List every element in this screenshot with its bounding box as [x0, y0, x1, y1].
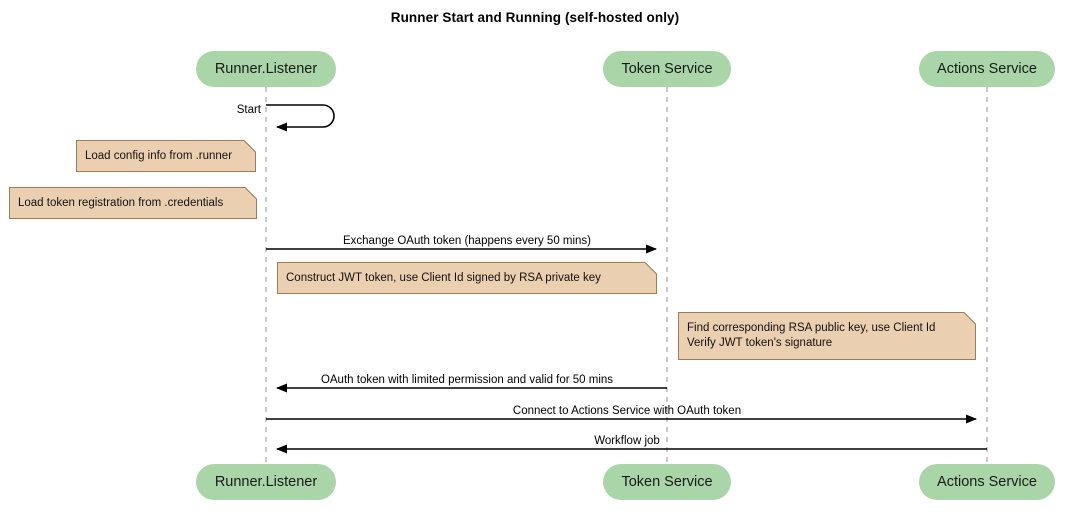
message-label-connect-to-actions-service: Connect to Actions Service with OAuth to…: [512, 405, 742, 417]
participant-label: Actions Service: [937, 61, 1037, 77]
note-text: Load token registration from .credential…: [18, 196, 224, 209]
participant-token-bottom[interactable]: Token Service: [603, 464, 731, 500]
message-label-oauth-token-response: OAuth token with limited permission and …: [320, 374, 614, 386]
message-label-workflow-job: Workflow job: [594, 435, 660, 447]
message-label-exchange-oauth-token: Exchange OAuth token (happens every 50 m…: [342, 235, 592, 247]
diagram-title: Runner Start and Running (self-hosted on…: [390, 10, 680, 25]
participant-label: Token Service: [621, 474, 713, 490]
participant-token-top[interactable]: Token Service: [603, 51, 731, 87]
participant-runner-top[interactable]: Runner.Listener: [196, 51, 336, 87]
lifelines: [265, 87, 988, 464]
note-fold-corner-icon: [645, 262, 657, 274]
participant-actions-bottom[interactable]: Actions Service: [919, 464, 1055, 500]
note-fold-corner-icon: [244, 140, 256, 152]
message-label-start: Start: [236, 104, 261, 116]
message-arrow-start: [266, 104, 335, 132]
note-load-config: Load config info from .runner: [76, 140, 256, 172]
note-load-token-registration: Load token registration from .credential…: [9, 187, 257, 219]
note-text: Find corresponding RSA public key, use C…: [687, 322, 936, 349]
participant-label: Actions Service: [937, 474, 1037, 490]
participant-runner-bottom[interactable]: Runner.Listener: [196, 464, 336, 500]
note-construct-jwt: Construct JWT token, use Client Id signe…: [277, 262, 657, 294]
note-text: Construct JWT token, use Client Id signe…: [286, 271, 601, 284]
participant-actions-top[interactable]: Actions Service: [919, 51, 1055, 87]
note-verify-jwt: Find corresponding RSA public key, use C…: [678, 312, 976, 360]
participant-label: Token Service: [621, 61, 713, 77]
participant-label: Runner.Listener: [214, 474, 318, 490]
participant-label: Runner.Listener: [214, 61, 318, 77]
message-arrows: [266, 104, 987, 454]
note-text: Load config info from .runner: [85, 149, 233, 162]
note-fold-corner-icon: [245, 187, 257, 199]
note-fold-corner-icon: [964, 312, 976, 324]
